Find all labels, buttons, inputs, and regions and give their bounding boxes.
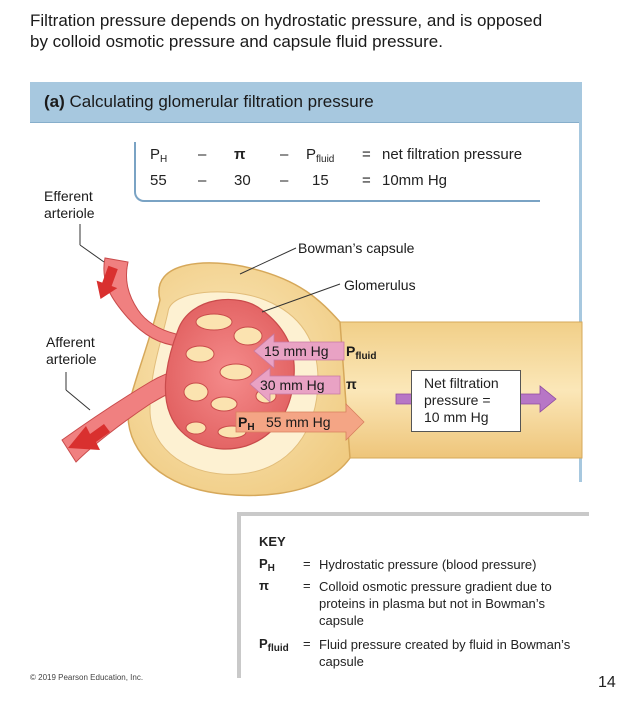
net-line-3: 10 mm Hg	[424, 409, 489, 425]
eq-minus-3: –	[198, 172, 207, 189]
label-glomerulus: Glomerulus	[344, 277, 416, 293]
key-pi-symbol: π	[259, 578, 269, 593]
leader-afferent-2	[65, 389, 91, 411]
eq-pfluid: Pfluid	[306, 146, 335, 165]
panel-title: (a) Calculating glomerular filtration pr…	[44, 92, 374, 112]
capillary-loop	[233, 326, 263, 346]
key-pi-desc: Colloid osmotic pressure gradient due to…	[319, 579, 552, 628]
key-eq-1: =	[303, 556, 311, 571]
equation-values-row: 55 – 30 – 15 = 10mm Hg	[136, 172, 536, 194]
pi-symbol: π	[346, 376, 357, 392]
eq-pi: π	[234, 146, 246, 163]
capillary-loop	[219, 363, 253, 381]
key-eq-2: =	[303, 578, 311, 593]
key-ph-symbol: PH	[259, 556, 275, 574]
eq-equals-2: =	[362, 172, 371, 189]
eq-val-result: 10mm Hg	[382, 172, 448, 189]
panel-label-title: Calculating glomerular filtration pressu…	[69, 92, 374, 111]
pi-arrow	[249, 367, 341, 403]
equation-symbols-row: PH – π – Pfluid = net filtration pressur…	[136, 146, 536, 168]
page-number: 14	[598, 674, 616, 691]
label-bowmans-capsule: Bowman’s capsule	[298, 240, 415, 256]
pfluid-symbol: Pfluid	[346, 343, 377, 362]
key-pfluid-symbol: Pfluid	[259, 636, 289, 654]
panel-header: (a) Calculating glomerular filtration pr…	[30, 82, 582, 123]
key-title: KEY	[259, 534, 286, 549]
efferent-flow-arrow	[96, 265, 118, 300]
eq-result-label: net filtration pressure	[382, 146, 523, 163]
equation-box: PH – π – Pfluid = net filtration pressur…	[134, 142, 540, 202]
key-eq-3: =	[303, 636, 311, 651]
eq-val-pfluid: 15	[312, 172, 329, 189]
leader-glomerulus	[261, 283, 341, 313]
eq-equals-1: =	[362, 146, 371, 163]
afferent-flow-arrow	[68, 424, 110, 450]
net-filtration-box: Net filtration pressure = 10 mm Hg	[411, 370, 521, 432]
ph-value: 55 mm Hg	[266, 414, 331, 430]
pfluid-value: 15 mm Hg	[264, 343, 329, 359]
capillary-loop	[183, 382, 209, 402]
leader-efferent-2	[79, 244, 105, 263]
eq-val-ph: 55	[150, 172, 167, 189]
panel-label-prefix: (a)	[44, 92, 65, 111]
eq-minus-1: –	[198, 146, 207, 163]
leader-bowmans	[239, 247, 297, 275]
net-line-2: pressure =	[424, 392, 491, 408]
intro-text: Filtration pressure depends on hydrostat…	[30, 11, 543, 51]
copyright: © 2019 Pearson Education, Inc.	[30, 673, 144, 682]
eq-val-pi: 30	[234, 172, 251, 189]
ph-arrow	[235, 403, 365, 441]
capillary-loop	[185, 345, 215, 363]
pfluid-arrow	[253, 333, 345, 369]
pi-value: 30 mm Hg	[260, 377, 325, 393]
ph-symbol: PH	[238, 414, 255, 433]
capillary-loop	[195, 313, 233, 331]
key-pfluid-desc: Fluid pressure created by fluid in Bowma…	[319, 637, 571, 669]
eq-minus-2: –	[280, 146, 289, 163]
key-legend: KEY PH = Hydrostatic pressure (blood pre…	[237, 512, 589, 678]
eq-ph: PH	[150, 146, 168, 165]
capillary-loop	[210, 396, 238, 412]
net-line-1: Net filtration	[424, 375, 499, 391]
eq-minus-4: –	[280, 172, 289, 189]
key-ph-desc: Hydrostatic pressure (blood pressure)	[319, 557, 537, 572]
panel-frame	[579, 122, 582, 482]
capillary-loop	[185, 421, 207, 435]
